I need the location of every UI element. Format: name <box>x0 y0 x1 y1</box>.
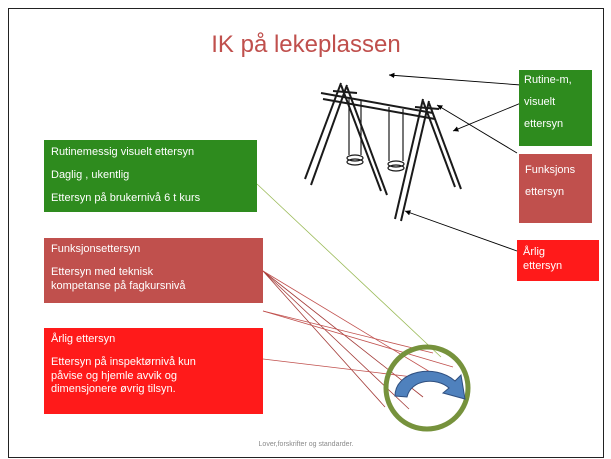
box-line: Årlig ettersyn <box>51 333 116 345</box>
box-line: Funksjonsettersyn <box>51 243 141 255</box>
circular-arrow-icon <box>394 370 466 400</box>
box-line: Rutine-m, <box>524 74 572 86</box>
box-line: ettersyn <box>524 118 564 130</box>
box-rutine-main: Rutinemessig visuelt ettersyn Daglig , u… <box>44 140 257 212</box>
slide-title: IK på lekeplassen <box>211 31 401 58</box>
box-line: visuelt <box>524 96 556 108</box>
box-line: ettersyn <box>523 259 563 272</box>
box-line: Årlig <box>523 246 546 258</box>
box-funksjon-main: Funksjonsettersyn Ettersyn med teknisk k… <box>44 238 263 303</box>
box-line: Daglig , ukentlig <box>51 168 130 181</box>
box-line: Ettersyn på brukernivå 6 t kurs <box>51 191 201 204</box>
box-line: Ettersyn med teknisk kompetanse på fagku… <box>51 265 186 292</box>
box-rutine-small: Rutine-m, visuelt ettersyn <box>519 70 592 146</box>
box-line: Rutinemessig visuelt ettersyn <box>51 146 195 158</box>
slide-footer: Lover,forskrifter og standarder. <box>258 441 354 448</box>
box-funksjon-small: Funksjons ettersyn <box>519 154 592 223</box>
pointer-arrows <box>388 72 522 252</box>
box-line: Funksjons <box>525 164 576 176</box>
swing-set-drawing <box>304 82 462 222</box>
slide-artwork <box>256 72 522 432</box>
inspection-circle <box>383 344 471 432</box>
slide: IK på lekeplassen Rutine-m, visuelt ette… <box>8 8 604 458</box>
box-arlig-main: Årlig ettersyn Ettersyn på inspektørnivå… <box>44 328 263 414</box>
box-line: ettersyn <box>525 186 565 198</box>
box-arlig-small: Årlig ettersyn <box>517 240 599 281</box>
box-line: Ettersyn på inspektørnivå kun påvise og … <box>51 355 196 396</box>
